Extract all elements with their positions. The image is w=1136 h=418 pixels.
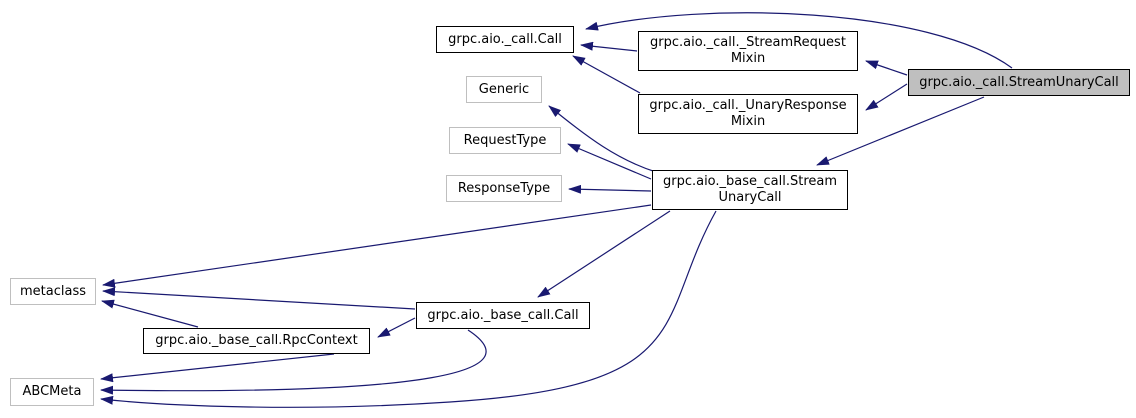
class-node-label: grpc.aio._call._UnaryResponse: [649, 98, 847, 113]
class-node-generic: Generic: [466, 76, 542, 103]
class-node-unary-response-mixin[interactable]: grpc.aio._call._UnaryResponse Mixin: [638, 94, 858, 134]
class-node-label: grpc.aio._base_call.Stream: [662, 174, 838, 189]
edge-stream-request-mixin-to-call-call: [580, 41, 638, 52]
class-node-label: ABCMeta: [22, 384, 82, 399]
class-node-current-stream-unary-call: grpc.aio._call.StreamUnaryCall: [908, 69, 1130, 96]
class-node-stream-request-mixin[interactable]: grpc.aio._call._StreamRequest Mixin: [638, 31, 858, 71]
class-node-label-line2: Mixin: [730, 51, 766, 66]
class-node-base-stream-unary-call[interactable]: grpc.aio._base_call.Stream UnaryCall: [652, 170, 848, 210]
class-node-label-line2: Mixin: [730, 114, 766, 129]
class-node-label: grpc.aio._base_call.RpcContext: [155, 333, 358, 348]
edge-base-stream-unary-call-to-base-call: [537, 210, 671, 298]
edge-current-to-stream-request-mixin: [865, 60, 908, 76]
edge-rpc-context-to-metaclass: [101, 299, 199, 328]
class-node-grpc-aio-call-call[interactable]: grpc.aio._call.Call: [436, 26, 574, 53]
class-node-label: grpc.aio._call.StreamUnaryCall: [919, 74, 1119, 90]
edge-base-stream-unary-call-to-response-type: [568, 184, 652, 194]
class-node-metaclass: metaclass: [10, 278, 96, 305]
class-node-request-type: RequestType: [449, 127, 561, 154]
class-node-rpc-context[interactable]: grpc.aio._base_call.RpcContext: [143, 328, 370, 354]
edge-base-stream-unary-call-to-generic: [548, 105, 657, 173]
edge-current-to-call-call: [585, 12, 1013, 69]
class-node-label: grpc.aio._call._StreamRequest: [650, 35, 846, 50]
class-node-label: metaclass: [20, 283, 86, 299]
class-node-abcmeta: ABCMeta: [10, 378, 94, 406]
class-node-base-call[interactable]: grpc.aio._base_call.Call: [416, 302, 590, 329]
edge-base-call-to-rpc-context: [377, 317, 416, 338]
edge-current-to-unary-response-mixin: [865, 83, 908, 111]
class-node-label: RequestType: [463, 132, 547, 148]
edge-base-call-to-metaclass: [102, 287, 416, 310]
class-node-label-line2: UnaryCall: [718, 190, 782, 205]
class-node-label: grpc.aio._call.Call: [448, 31, 562, 47]
class-node-label: Generic: [478, 81, 530, 97]
class-node-response-type: ResponseType: [446, 175, 562, 202]
edge-base-call-to-abcmeta: [100, 329, 487, 395]
edge-base-stream-unary-call-to-metaclass: [102, 204, 652, 288]
edge-unary-response-mixin-to-call-call: [572, 55, 641, 94]
class-node-label: ResponseType: [457, 180, 551, 196]
edge-base-stream-unary-call-to-abcmeta: [100, 210, 717, 408]
edge-rpc-context-to-abcmeta: [100, 353, 335, 383]
edge-base-stream-unary-call-to-request-type: [567, 143, 652, 180]
class-node-label: grpc.aio._base_call.Call: [427, 307, 579, 323]
edge-current-to-base-stream-unary-call: [816, 96, 985, 166]
